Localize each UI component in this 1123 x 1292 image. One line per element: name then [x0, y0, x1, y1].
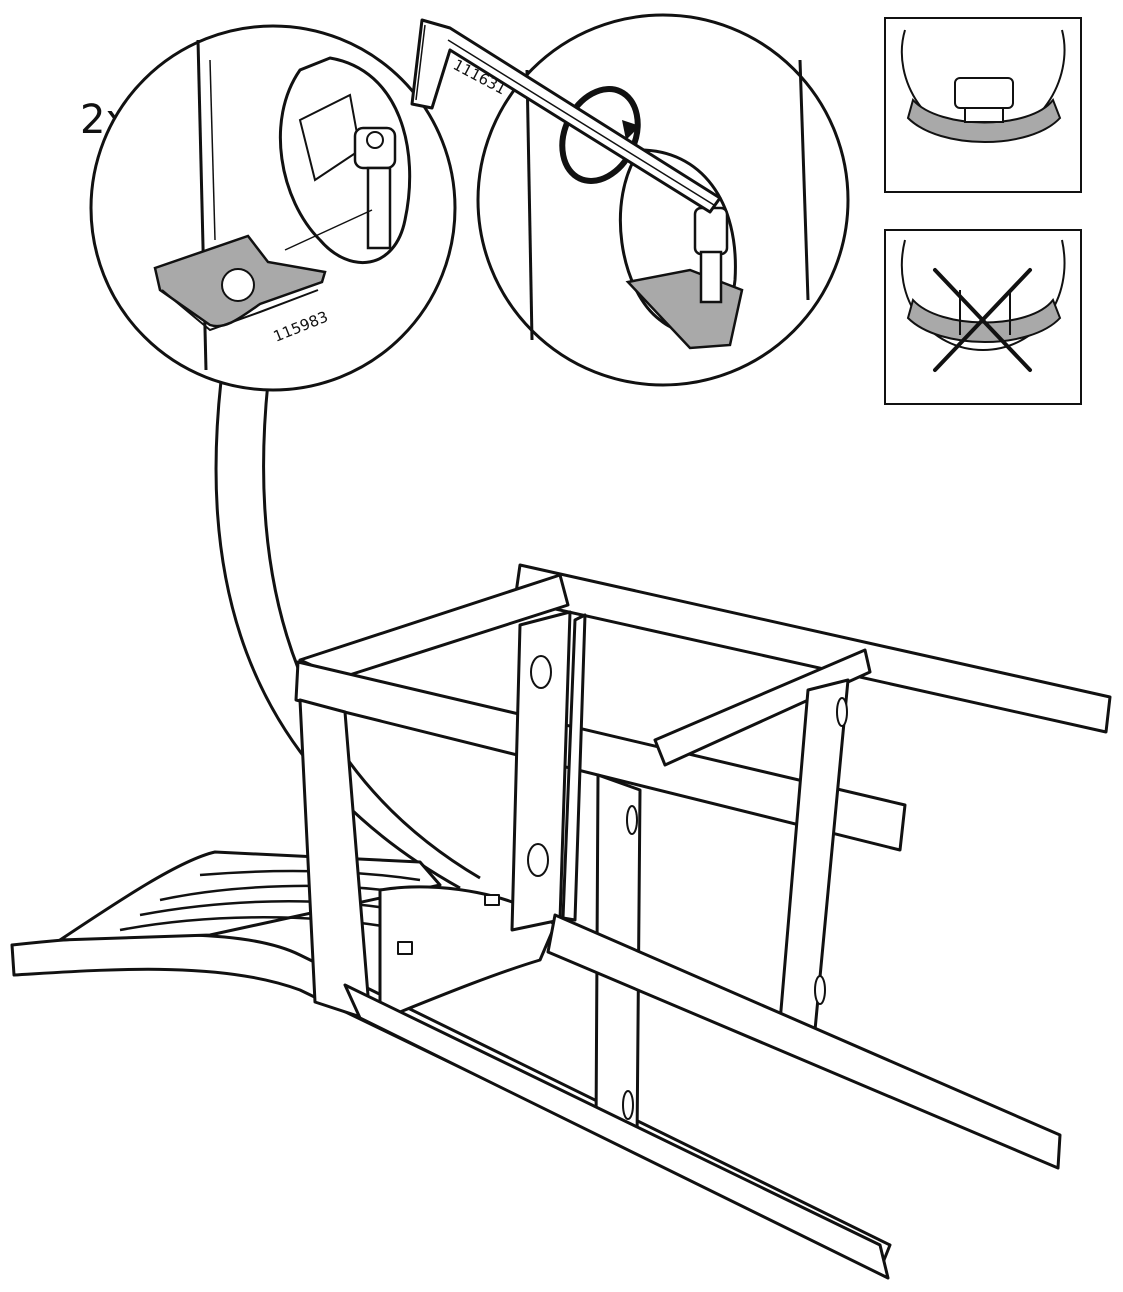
check-box-correct: [884, 17, 1082, 193]
detail-connector: [214, 371, 481, 890]
check-box-incorrect: [884, 229, 1082, 405]
rotate-arrow-icon: [622, 120, 640, 140]
incorrect-cross-icon: [933, 268, 1032, 372]
chair-upside-down: [10, 563, 1112, 1280]
detail-circle-tighten: [476, 13, 850, 387]
detail-circle-bracket: 115983: [89, 24, 457, 392]
